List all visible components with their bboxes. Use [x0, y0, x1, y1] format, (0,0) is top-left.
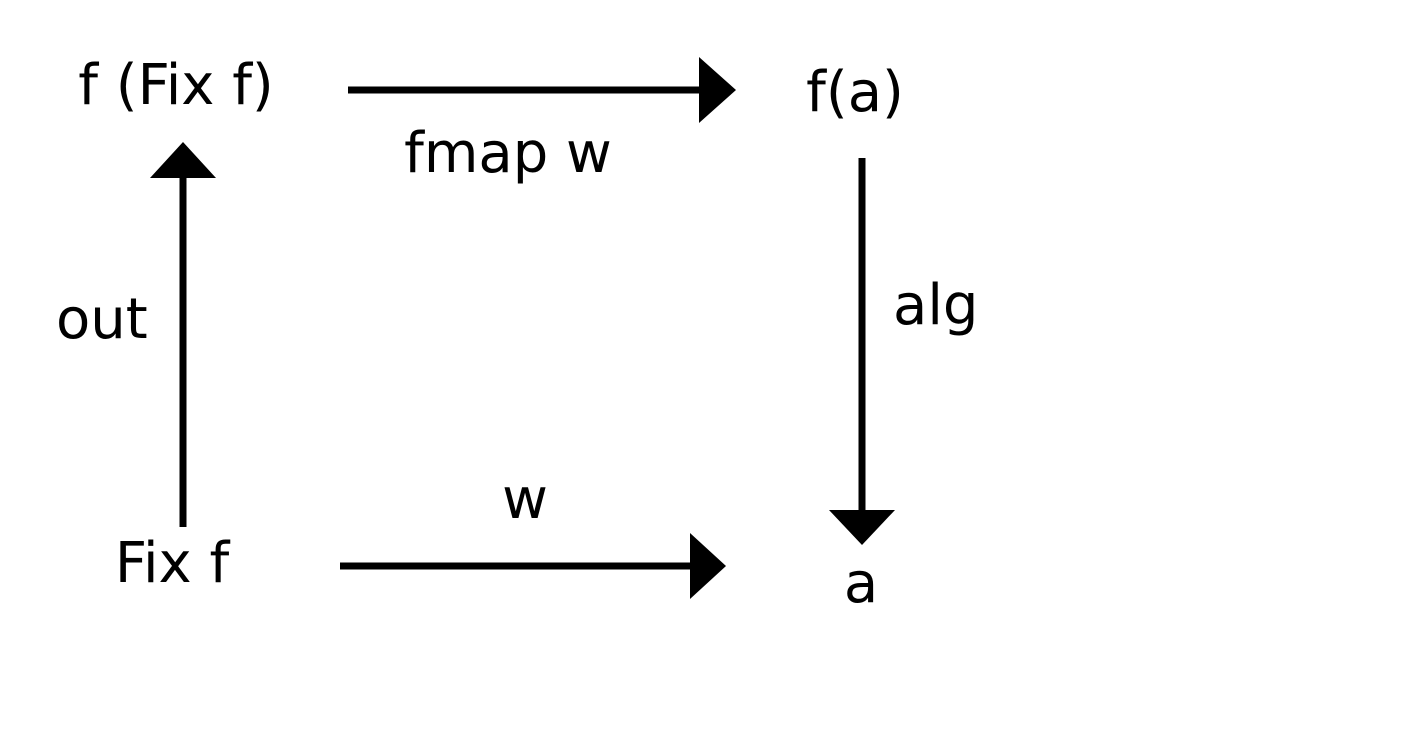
arrow-out [150, 142, 216, 527]
arrow-label-out: out [56, 287, 148, 352]
node-f-fix-f: f (Fix f) [78, 53, 274, 118]
node-fix-f: Fix f [115, 531, 231, 596]
arrow-w [340, 533, 726, 599]
arrow-label-fmap-w: fmap w [404, 121, 612, 186]
arrow-alg-head [829, 510, 895, 545]
arrow-out-head [150, 142, 216, 178]
node-f-a: f(a) [806, 60, 904, 125]
arrow-label-w: w [502, 467, 548, 532]
arrow-alg [829, 158, 895, 545]
arrow-w-head [690, 533, 726, 599]
arrow-label-alg: alg [893, 273, 978, 338]
node-a: a [844, 551, 878, 616]
arrow-fmap-w-head [699, 57, 736, 123]
arrow-fmap-w [348, 57, 736, 123]
